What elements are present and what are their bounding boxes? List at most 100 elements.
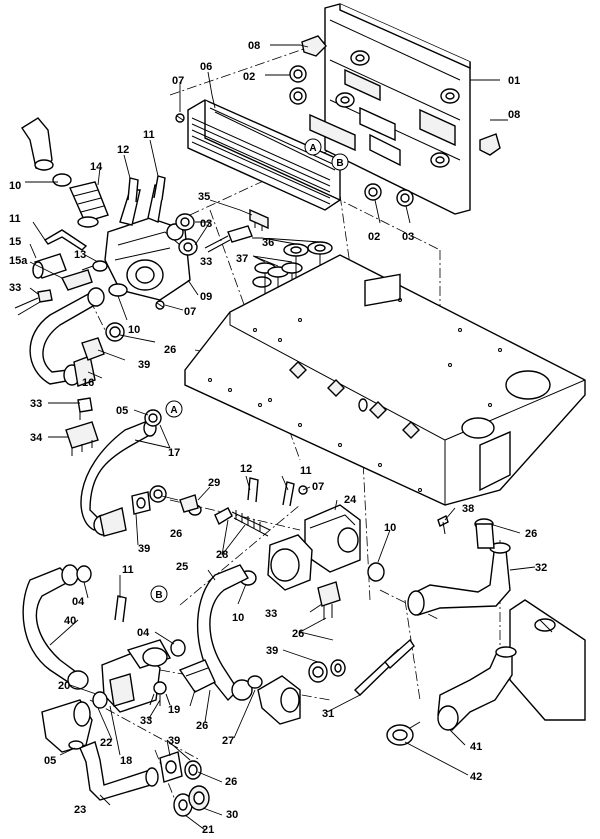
part-label: 19 xyxy=(168,704,180,716)
part-label: 08 xyxy=(248,40,260,52)
spring-cartridge-28 xyxy=(179,494,271,537)
part-label: 35 xyxy=(198,191,210,203)
part-label: 30 xyxy=(226,809,238,821)
bracket-plate-right xyxy=(509,599,586,721)
plug-15a xyxy=(61,269,93,291)
pump-body-09 xyxy=(104,184,191,301)
part-label: 26 xyxy=(196,720,208,732)
part-label: 05 xyxy=(44,755,56,767)
o-ring-10-top xyxy=(52,173,72,187)
o-rings-26-39-low xyxy=(131,485,167,515)
clip-11-low xyxy=(114,595,127,623)
part-label: 36 xyxy=(262,237,274,249)
part-label: 10 xyxy=(384,522,396,534)
part-label: 04 xyxy=(137,627,150,639)
part-label: 39 xyxy=(138,359,150,371)
elbow-pipe-top-left xyxy=(21,117,54,171)
part-label: 26 xyxy=(525,528,537,540)
clip-12-mid xyxy=(247,477,259,503)
ref-letter: B xyxy=(336,158,343,169)
part-label: 26 xyxy=(170,528,182,540)
clip-08-top xyxy=(301,35,327,57)
part-label: 12 xyxy=(117,144,129,156)
o-rings-top xyxy=(289,65,414,207)
part-label: 10 xyxy=(9,180,21,192)
part-label: 26 xyxy=(164,344,176,356)
motor-33-centre xyxy=(267,534,341,620)
part-label: 10 xyxy=(128,324,140,336)
o-rings-03-pump xyxy=(175,213,198,256)
part-label: 14 xyxy=(90,161,103,173)
ref-circle-b-top: B xyxy=(331,153,349,171)
part-label: 41 xyxy=(470,741,482,753)
connector-34 xyxy=(65,421,99,456)
part-label: 13 xyxy=(74,249,86,261)
o-rings-26-39-centre xyxy=(247,659,346,689)
sensor-13 xyxy=(81,260,108,272)
cartridge-14 xyxy=(69,181,109,228)
sensor-33-top xyxy=(204,225,253,253)
part-label: 09 xyxy=(200,291,212,303)
ref-letter: A xyxy=(170,405,177,416)
part-label: 25 xyxy=(176,561,188,573)
ref-circle-a-mid: A xyxy=(165,400,183,418)
part-label: 39 xyxy=(138,543,150,555)
ref-letter: B xyxy=(155,590,162,601)
pipe-17 xyxy=(80,419,157,537)
part-label: 11 xyxy=(9,213,21,225)
part-label: 18 xyxy=(120,755,132,767)
pin-31 xyxy=(353,638,415,696)
hose-16 xyxy=(29,287,105,387)
pipe-32 xyxy=(407,518,511,616)
part-label: 26 xyxy=(292,628,304,640)
o-rings-05 xyxy=(144,409,162,427)
pipe-41 xyxy=(437,646,517,732)
part-label: 20 xyxy=(58,680,70,692)
part-label: 15 xyxy=(9,236,21,248)
fitting-15 xyxy=(32,253,67,279)
pipe-40 xyxy=(22,564,92,690)
part-label: 07 xyxy=(184,306,196,318)
part-label: 33 xyxy=(265,608,277,620)
manifold-bracket-01 xyxy=(309,3,471,215)
base-tray xyxy=(184,254,586,506)
clip-08-right xyxy=(479,133,501,156)
part-label: 17 xyxy=(168,447,180,459)
part-label: 11 xyxy=(143,129,155,141)
o-ring-26-low xyxy=(184,760,202,780)
part-label: 31 xyxy=(322,708,334,720)
pipe-23 xyxy=(79,741,159,801)
clamp-42 xyxy=(386,721,421,746)
screw-07-top xyxy=(175,113,185,123)
part-label: 10 xyxy=(232,612,244,624)
o-ring-10-right xyxy=(367,562,385,582)
part-label: 15a xyxy=(9,255,28,267)
part-label: 29 xyxy=(208,477,220,489)
o-rings-26-39-mid xyxy=(81,322,125,361)
o-ring-05-low xyxy=(68,740,84,750)
part-label: 39 xyxy=(168,735,180,747)
part-label: 02 xyxy=(243,71,255,83)
cap-30 xyxy=(188,785,210,811)
part-label: 05 xyxy=(116,405,128,417)
part-label: 23 xyxy=(74,804,86,816)
o-ring-10-mid xyxy=(108,283,128,297)
clip-11-top xyxy=(153,175,166,201)
ref-circle-a-top: A xyxy=(304,138,322,156)
elbow-27 xyxy=(257,675,301,725)
part-label: 07 xyxy=(172,75,184,87)
part-label: 33 xyxy=(200,256,212,268)
part-label: 06 xyxy=(200,61,212,73)
part-label: 02 xyxy=(368,231,380,243)
screw-07-mid xyxy=(155,300,165,310)
ref-circle-b-low: B xyxy=(150,585,168,603)
valve-body-24 xyxy=(304,504,361,573)
part-label: 33 xyxy=(140,715,152,727)
leader-lines xyxy=(25,44,536,831)
part-label: 22 xyxy=(100,737,112,749)
ref-letter: A xyxy=(309,143,316,154)
part-label: 34 xyxy=(30,432,43,444)
part-labels: 01 02 02 03 03 04 04 05 05 06 07 07 07 0… xyxy=(9,40,547,836)
part-label: 11 xyxy=(300,465,312,477)
part-label: 38 xyxy=(462,503,474,515)
